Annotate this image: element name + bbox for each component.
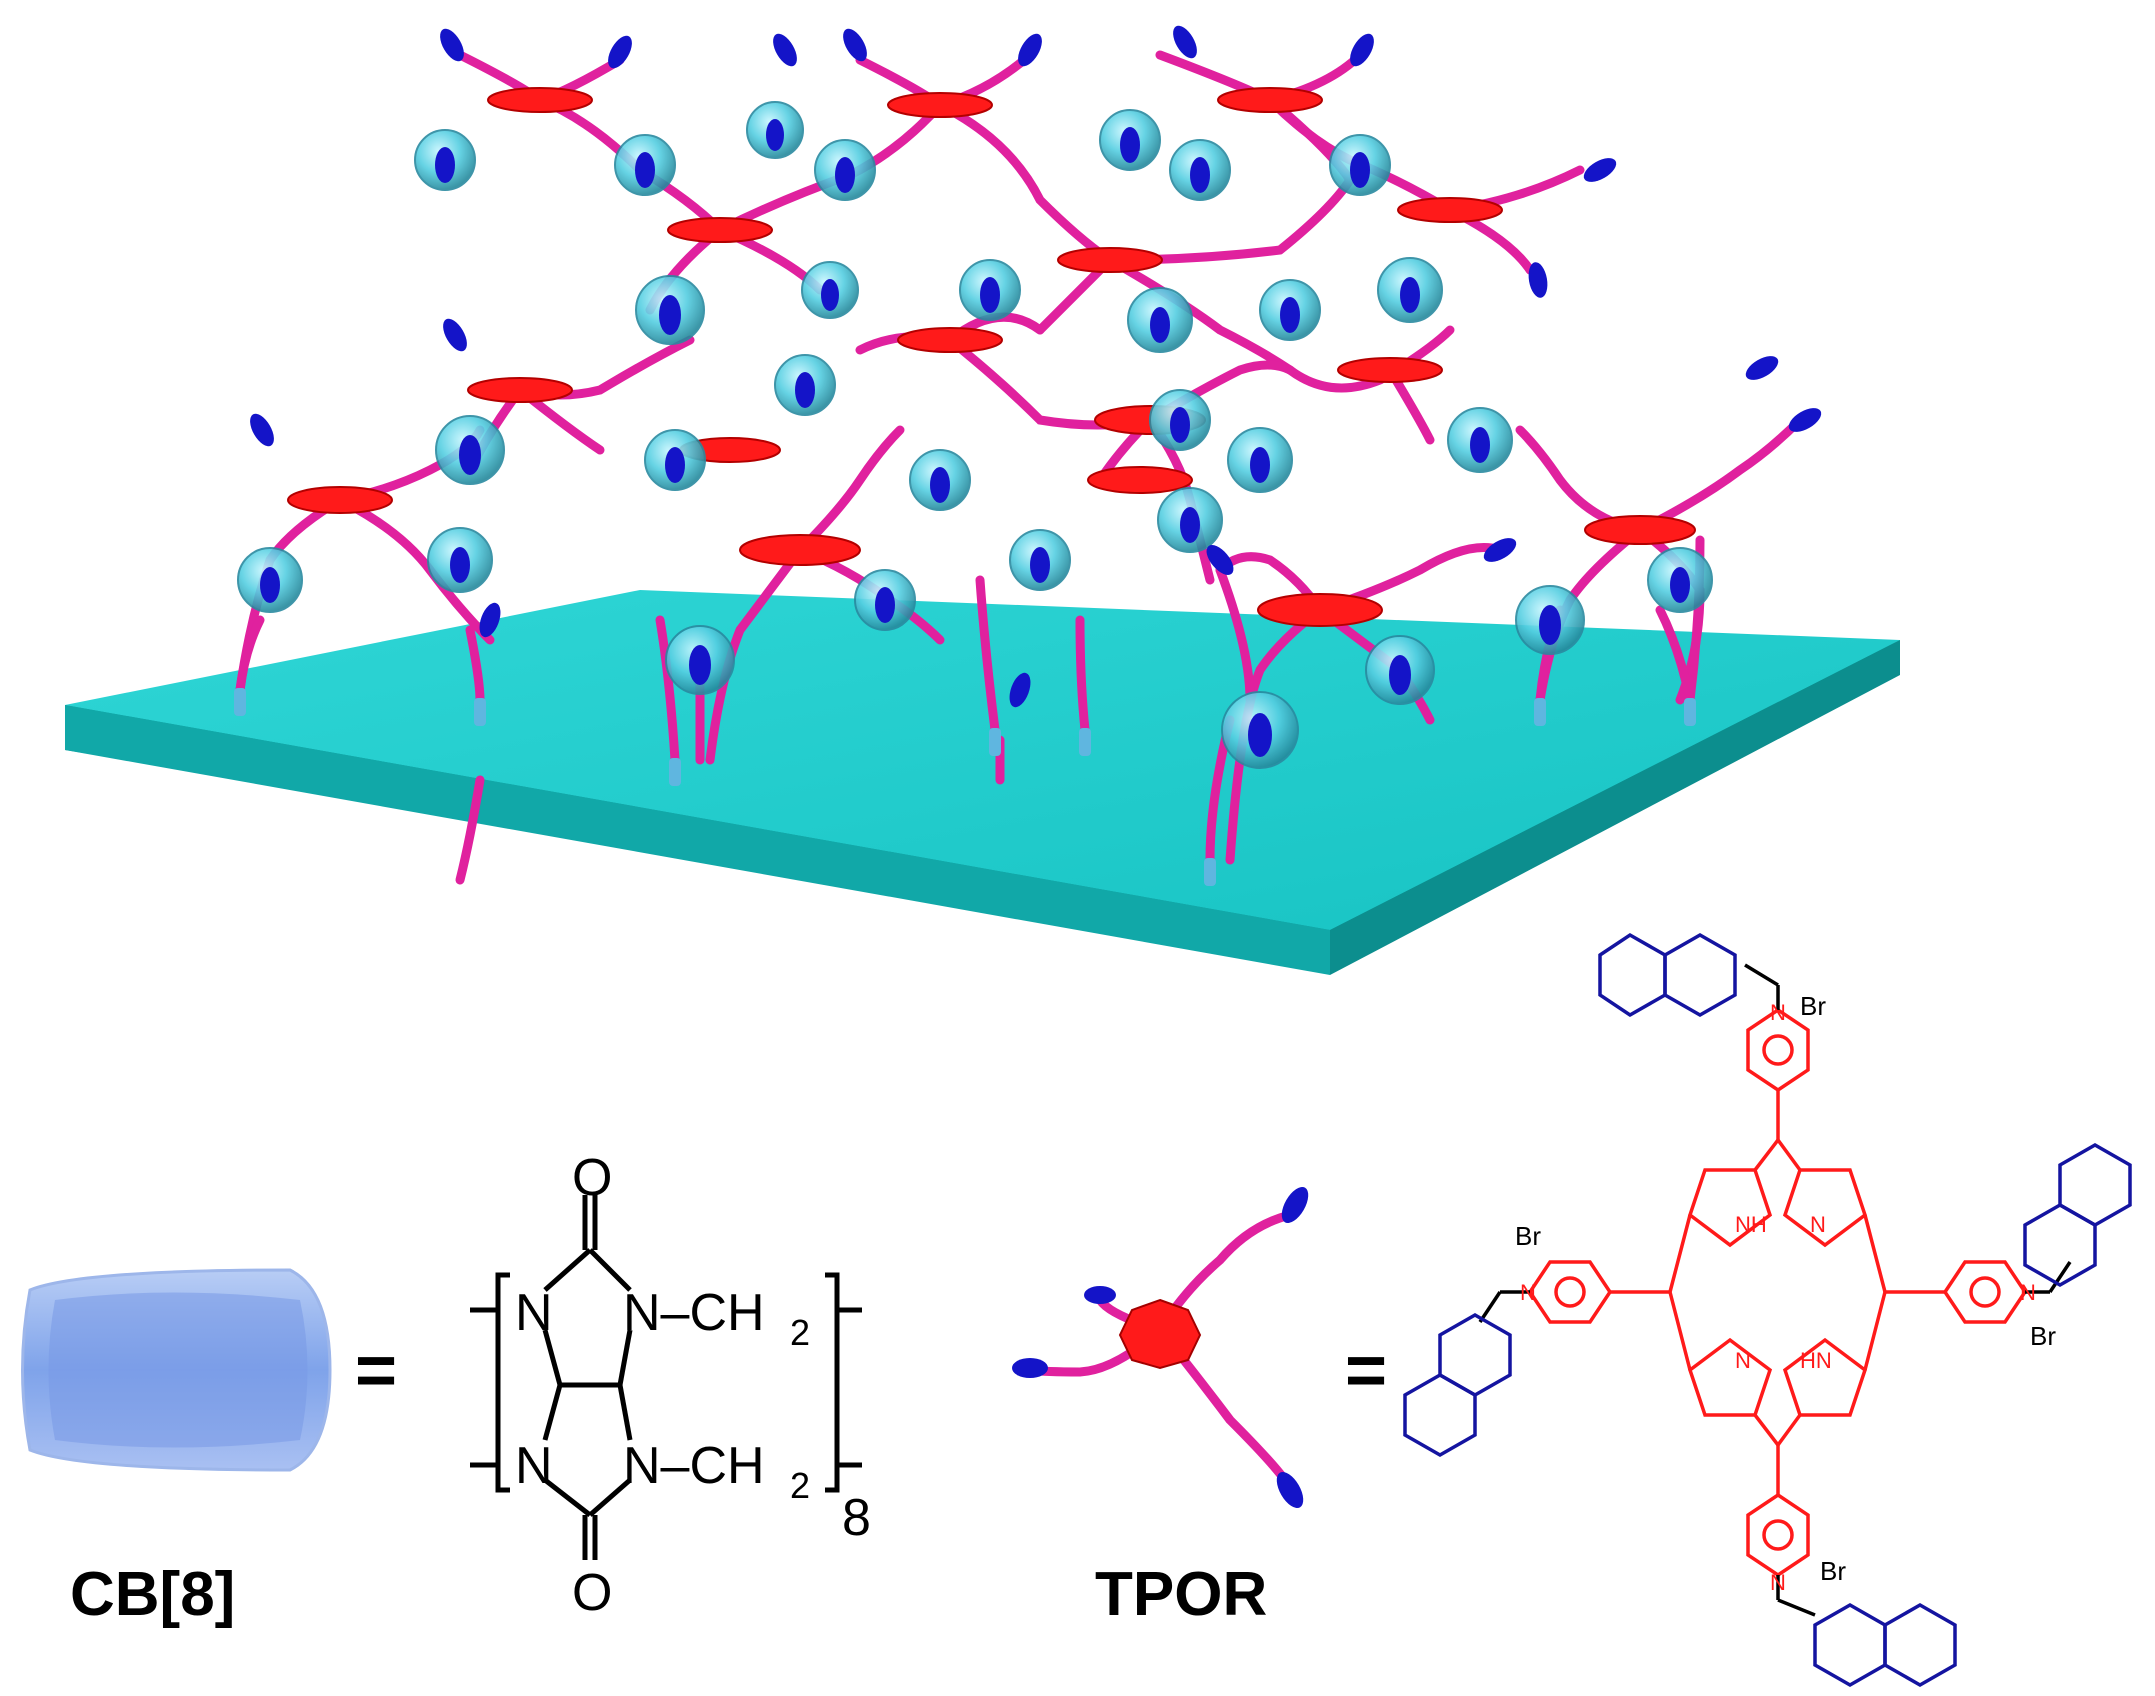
methylene-top: N–CH (623, 1284, 765, 1342)
counter-ion-bottom: Br (1820, 1556, 1846, 1586)
cb8-formula (470, 1195, 862, 1560)
tpor-label: TPOR (1095, 1560, 1267, 1629)
subscript-top: 2 (790, 1312, 810, 1353)
carbonyl-o-bottom: O (572, 1564, 612, 1622)
tpor-nh-top: NH (1735, 1212, 1767, 1237)
subscript-bottom: 2 (790, 1465, 810, 1506)
tpor-icon (1012, 1186, 1309, 1509)
equals-sign-2: = (1345, 1331, 1387, 1411)
counter-ion-right: Br (2030, 1321, 2056, 1351)
tpor-n-top: N (1810, 1212, 1826, 1237)
tpor-structure (1403, 932, 2132, 1688)
cb8-icon (21, 1268, 332, 1472)
cb8-label: CB[8] (70, 1560, 235, 1629)
n-top-left: N (515, 1284, 553, 1342)
porphyrin-cores (287, 87, 1696, 627)
naphthyl-endcaps (250, 25, 1822, 708)
tpor-pyridinium-n-left: N (1520, 1280, 1536, 1305)
methylene-bottom: N–CH (623, 1437, 765, 1495)
substrate-slab (65, 590, 1900, 975)
tpor-hn-bottom: HN (1800, 1348, 1832, 1373)
tpor-pyridinium-n-top: N (1770, 1000, 1786, 1025)
tpor-pyridinium-n-bottom: N (1770, 1570, 1786, 1595)
counter-ion-left: Br (1515, 1221, 1541, 1251)
tpor-n-bottom: N (1735, 1348, 1751, 1373)
surface-anchors (234, 688, 1696, 886)
cb8-hosts (237, 101, 1713, 769)
repeat-count: 8 (842, 1489, 871, 1547)
counter-ion-top: Br (1800, 991, 1826, 1021)
equals-sign-1: = (355, 1331, 397, 1411)
carbonyl-o-top: O (572, 1149, 612, 1207)
n-bottom-left: N (515, 1437, 553, 1495)
tpor-pyridinium-n-right: N (2020, 1280, 2036, 1305)
